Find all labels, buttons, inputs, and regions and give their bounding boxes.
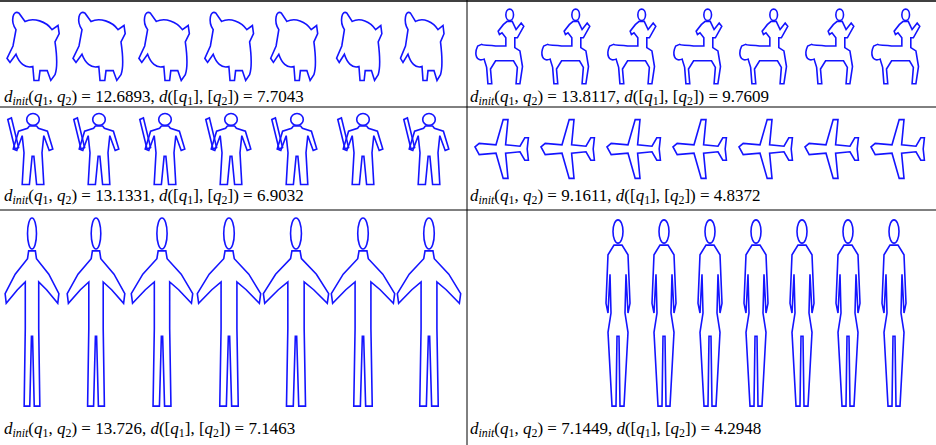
caption-box: dinit(q1, q2) = 13.1331, d([q1], [q2]) =… [4,186,464,206]
caption-box: dinit(q1, q2) = 9.1611, d([q1], [q2]) = … [470,186,932,206]
caption-box: dinit(q1, q2) = 7.1449, d([q1], [q2]) = … [470,419,932,439]
distance-caption: dinit(q1, q2) = 9.1611, d([q1], [q2]) = … [470,186,761,205]
distance-caption: dinit(q1, q2) = 7.1449, d([q1], [q2]) = … [470,419,761,438]
distance-caption: dinit(q1, q2) = 13.1331, d([q1], [q2]) =… [4,186,304,205]
caption-box: dinit(q1, q2) = 13.726, d([q1], [q2]) = … [4,419,464,439]
caption-box: dinit(q1, q2) = 13.8117, d([q1], [q2]) =… [470,87,932,107]
distance-caption: dinit(q1, q2) = 12.6893, d([q1], [q2]) =… [4,87,304,106]
distance-caption: dinit(q1, q2) = 13.8117, d([q1], [q2]) =… [470,87,769,106]
caption-box: dinit(q1, q2) = 12.6893, d([q1], [q2]) =… [4,87,464,107]
distance-caption: dinit(q1, q2) = 13.726, d([q1], [q2]) = … [4,419,295,438]
